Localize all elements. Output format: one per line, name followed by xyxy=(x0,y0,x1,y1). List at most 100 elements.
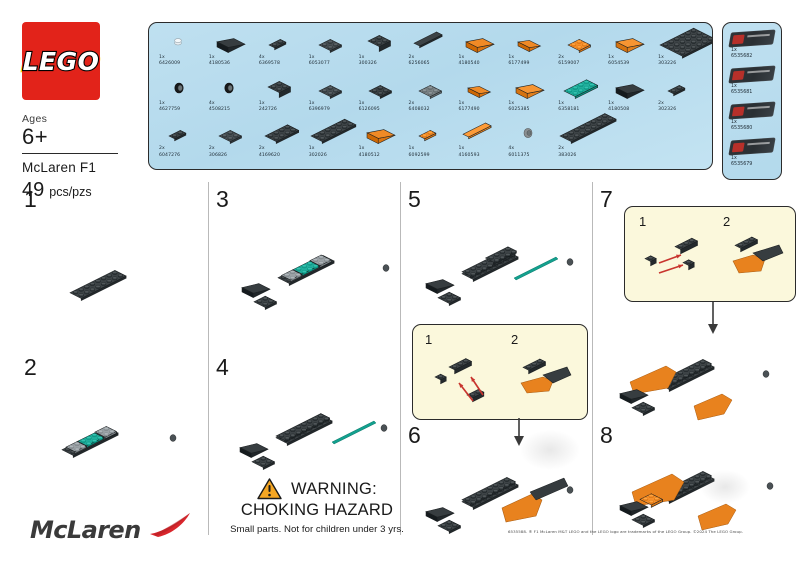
warning-block: WARNING: CHOKING HAZARD Small parts. Not… xyxy=(222,478,412,535)
step-number-8: 8 xyxy=(600,422,613,448)
part-icon xyxy=(608,75,652,101)
part-qty: 1x xyxy=(159,100,165,106)
part-code: 306826 xyxy=(208,152,228,158)
warning-title: WARNING: xyxy=(290,479,378,498)
print-smudge-1 xyxy=(520,430,580,470)
part-qty: 1x xyxy=(208,55,215,60)
part-code: 4160593 xyxy=(458,152,480,158)
step-7-inset-assembly-b xyxy=(727,233,789,283)
part-code: 6011375 xyxy=(508,152,530,158)
copyright-text: 6535588. ® F1 McLaren M&T LEGO and the L… xyxy=(508,529,744,534)
part-icon xyxy=(658,75,702,101)
part-icon xyxy=(558,113,617,146)
part-qty: 2x xyxy=(159,146,165,152)
part-icon xyxy=(658,27,712,59)
part-qty: 1x xyxy=(608,100,615,106)
part-qty: 1x xyxy=(658,55,664,60)
part-qty: 1x xyxy=(358,100,365,106)
step-5-model xyxy=(414,212,590,322)
header-left: LEGO Ages 6+ McLaren F1 49 pcs/pzs xyxy=(22,22,134,201)
part-code: 4508215 xyxy=(208,106,231,112)
part-code: 6396979 xyxy=(308,106,330,112)
step-number-4: 4 xyxy=(216,354,229,380)
lego-logo-text: LEGO xyxy=(22,45,100,76)
part-icon xyxy=(608,29,652,55)
step-7-inset-panel: 1 2 xyxy=(624,206,796,302)
part-qty: 2x xyxy=(558,146,565,152)
step-7-inset-arrow xyxy=(704,302,722,336)
part-qty: 2x xyxy=(408,100,415,106)
part-code: 4180512 xyxy=(358,152,380,158)
warning-triangle-icon xyxy=(257,478,282,500)
part-code: 4180508 xyxy=(608,106,630,112)
part-qty: 2x xyxy=(258,146,265,152)
part-code: 300326 xyxy=(358,61,377,67)
part-icon xyxy=(159,120,203,146)
part-qty: 2x xyxy=(408,55,415,60)
step-5-inset-substep-2: 2 xyxy=(511,332,519,347)
step-5-inset-assembly-a xyxy=(431,347,509,413)
sticker-code: 6535680 xyxy=(731,126,753,132)
part-icon xyxy=(209,29,253,55)
part-icon xyxy=(159,29,203,55)
sticker-qty: 1x xyxy=(731,48,737,53)
part-qty: 1x xyxy=(608,55,615,60)
part-code: 4180540 xyxy=(458,61,480,67)
part-icon xyxy=(558,75,602,101)
step-5-inset-panel: 1 2 xyxy=(412,324,588,420)
header-divider-1 xyxy=(22,153,118,155)
part-icon xyxy=(309,119,357,146)
part-qty: 2x xyxy=(558,55,565,60)
part-code: 6369578 xyxy=(258,61,280,67)
part-icon xyxy=(508,29,552,55)
sticker-icon xyxy=(728,101,776,120)
part-code: 383026 xyxy=(558,152,577,158)
part-qty: 1x xyxy=(408,146,415,152)
part-code: 6025385 xyxy=(508,106,530,112)
part-icon xyxy=(209,75,253,101)
part-code: 6426009 xyxy=(159,61,181,67)
sticker-qty: 1x xyxy=(731,156,737,161)
step-number-3: 3 xyxy=(216,186,229,212)
sticker-qty: 1x xyxy=(731,84,737,89)
piece-count-row: 49 pcs/pzs xyxy=(22,179,134,202)
column-divider-2 xyxy=(400,182,402,535)
part-qty: 1x xyxy=(159,55,165,60)
print-smudge-2 xyxy=(700,470,750,504)
part-icon xyxy=(209,120,253,146)
part-code: 4627759 xyxy=(159,106,181,112)
part-code: 6177490 xyxy=(458,106,480,112)
part-icon xyxy=(458,120,502,146)
ages-value: 6+ xyxy=(22,124,49,149)
mclaren-speedmark-icon xyxy=(148,512,192,543)
